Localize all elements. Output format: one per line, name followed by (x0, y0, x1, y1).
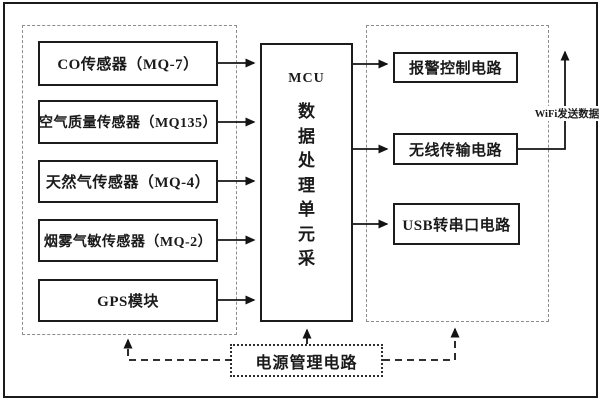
block-wireless-transmission: 无线传输电路 (393, 133, 518, 165)
block-smoke-sensor-label: 烟雾气敏传感器（MQ-2） (43, 234, 213, 250)
block-gps-module-label: GPS模块 (97, 294, 159, 310)
output-group-container (366, 25, 549, 322)
block-co-sensor: CO传感器（MQ-7） (38, 41, 218, 86)
arrow-power-to-output-group (383, 327, 460, 361)
block-power-management-label: 电源管理电路 (255, 354, 358, 372)
block-natural-gas-sensor: 天然气传感器（MQ-4） (38, 160, 218, 203)
mcu-title: MCU (288, 71, 325, 86)
block-smoke-sensor: 烟雾气敏传感器（MQ-2） (38, 219, 218, 262)
mcu-vertical-label: 数据处理单元采 (298, 102, 315, 268)
block-alarm-control-label: 报警控制电路 (408, 61, 502, 77)
block-gps-module: GPS模块 (38, 279, 218, 322)
wifi-data-label: WiFi发送数据 (534, 106, 600, 121)
block-usb-serial-label: USB转串口电路 (402, 217, 511, 234)
sensor-group-container (22, 25, 237, 335)
block-alarm-control: 报警控制电路 (393, 52, 518, 83)
block-air-quality-sensor: 空气质量传感器（MQ135） (38, 100, 218, 144)
block-usb-serial: USB转串口电路 (393, 203, 520, 245)
block-mcu: MCU 数据处理单元采 (260, 43, 353, 322)
arrow-power-to-sensor-group (123, 338, 232, 361)
block-air-quality-sensor-label: 空气质量传感器（MQ135） (38, 116, 218, 131)
block-natural-gas-sensor-label: 天然气传感器（MQ-4） (45, 175, 211, 191)
block-power-management: 电源管理电路 (230, 344, 383, 377)
block-co-sensor-label: CO传感器（MQ-7） (57, 57, 199, 73)
block-wireless-transmission-label: 无线传输电路 (408, 142, 502, 159)
